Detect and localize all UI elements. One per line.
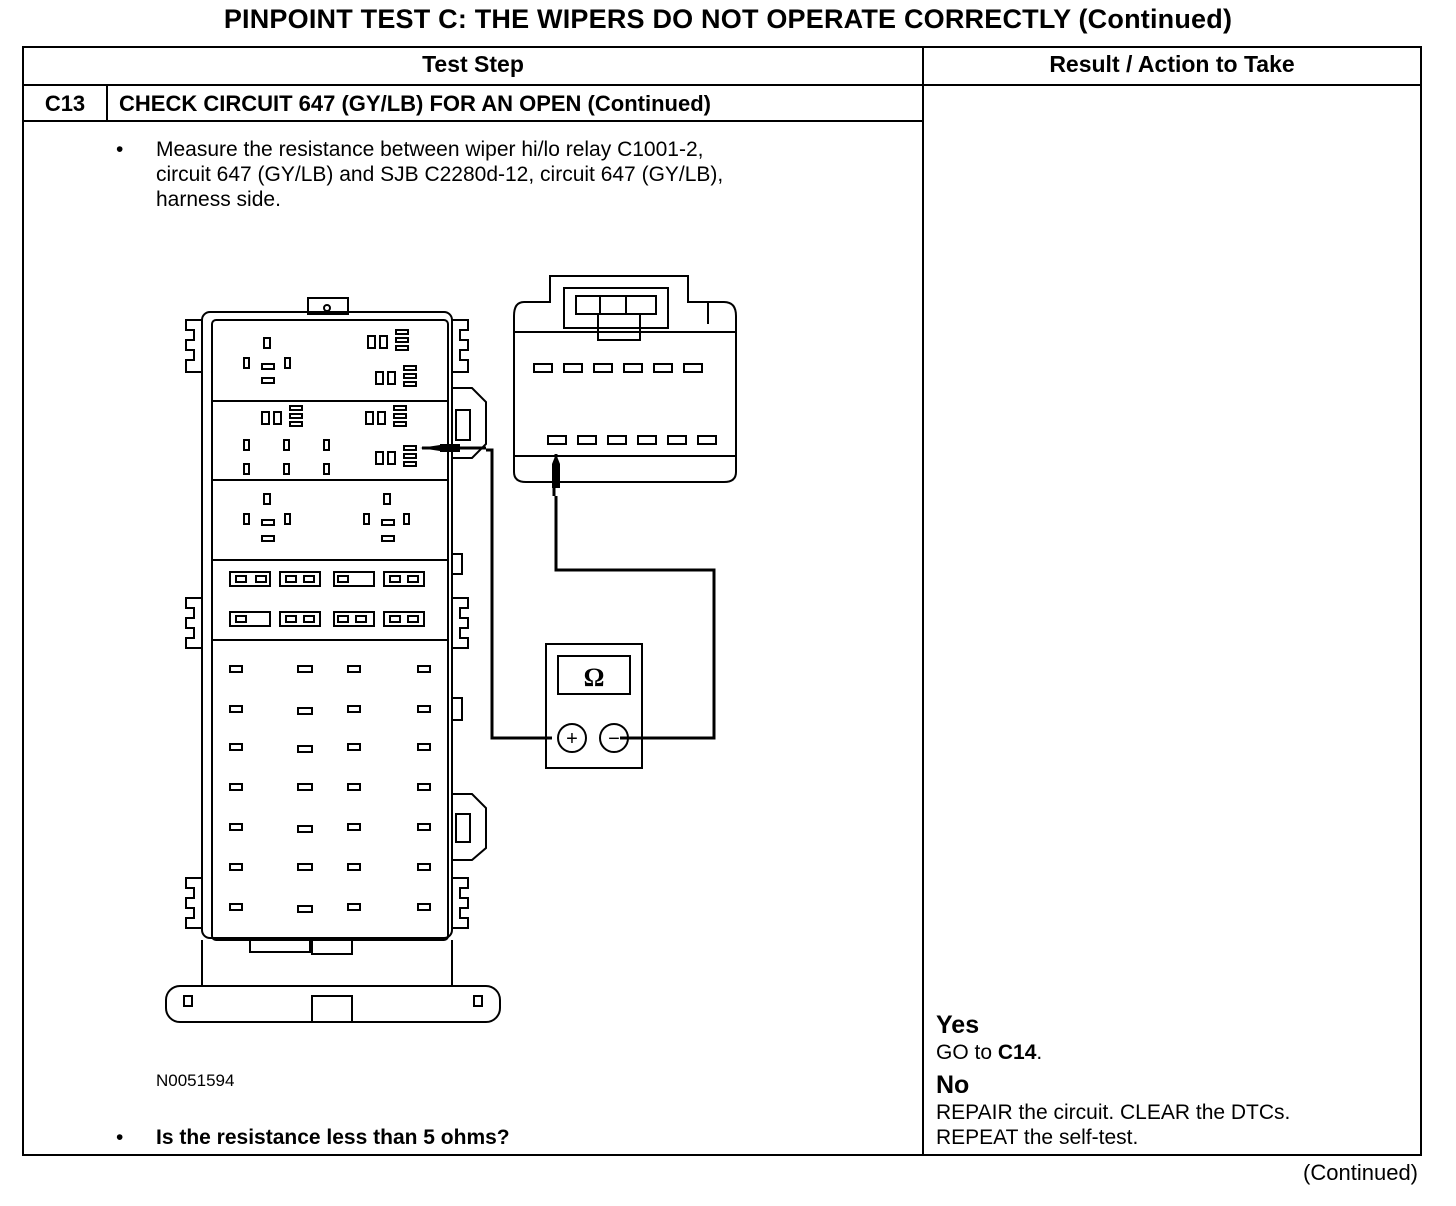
column-header-result: Result / Action to Take: [1049, 51, 1295, 77]
bullet-icon: •: [116, 138, 124, 161]
ohm-symbol: Ω: [584, 663, 605, 692]
sjb-side-tab: [451, 553, 463, 575]
result-yes-action: GO to C14.: [936, 1040, 1042, 1065]
relay-c1001-connector: [513, 275, 737, 483]
column-header-test-step: Test Step: [422, 51, 524, 77]
sjb-base: [201, 940, 453, 986]
sjb-tab-hole: [323, 304, 331, 312]
step-title-divider: [24, 120, 922, 122]
sjb-left-clip: [185, 877, 202, 929]
result-no-label: No: [936, 1071, 970, 1099]
sjb-c2280d-connector: [452, 387, 487, 459]
sjb-left-clip: [185, 597, 202, 649]
figure-id: N0051594: [156, 1071, 235, 1090]
yes-action-suffix: .: [1036, 1041, 1043, 1064]
header-divider: [24, 84, 1420, 86]
step-id: C13: [44, 91, 86, 116]
meter-plus-icon: +: [566, 728, 578, 750]
continued-label: (Continued): [1303, 1160, 1418, 1185]
pinpoint-test-table: Test Step Result / Action to Take C13 CH…: [22, 46, 1422, 1156]
page-title: PINPOINT TEST C: THE WIPERS DO NOT OPERA…: [223, 4, 1233, 34]
sjb-inner: [211, 319, 449, 941]
sjb-side-tab: [451, 697, 463, 721]
yes-action-target: C14: [997, 1041, 1037, 1064]
sjb-side-connector: [452, 793, 487, 861]
instruction-text: Measure the resistance between wiper hi/…: [156, 138, 724, 211]
result-no-action: REPAIR the circuit. CLEAR the DTCs. REPE…: [936, 1101, 1291, 1149]
yes-action-prefix: GO to: [936, 1041, 998, 1064]
step-title: CHECK CIRCUIT 647 (GY/LB) FOR AN OPEN (C…: [119, 91, 711, 116]
sjb-slot-grid: [229, 665, 431, 913]
result-yes-label: Yes: [936, 1011, 980, 1039]
step-id-divider: [106, 84, 108, 121]
sjb-top-tab: [307, 297, 349, 315]
column-divider: [922, 48, 924, 1154]
bullet-icon: •: [116, 1126, 124, 1149]
meter-minus-icon: −: [608, 728, 620, 750]
question-text: Is the resistance less than 5 ohms?: [156, 1126, 510, 1149]
wiring-diagram: Ω + −: [165, 275, 737, 1023]
probe-tips: [420, 444, 560, 488]
sjb-base-plate: [165, 985, 501, 1023]
ohmmeter: [545, 643, 643, 769]
sjb-left-clip: [185, 319, 202, 373]
sjb-right-clip: [452, 597, 469, 649]
sjb-right-clip: [452, 319, 469, 373]
sjb-right-clip: [452, 877, 469, 929]
